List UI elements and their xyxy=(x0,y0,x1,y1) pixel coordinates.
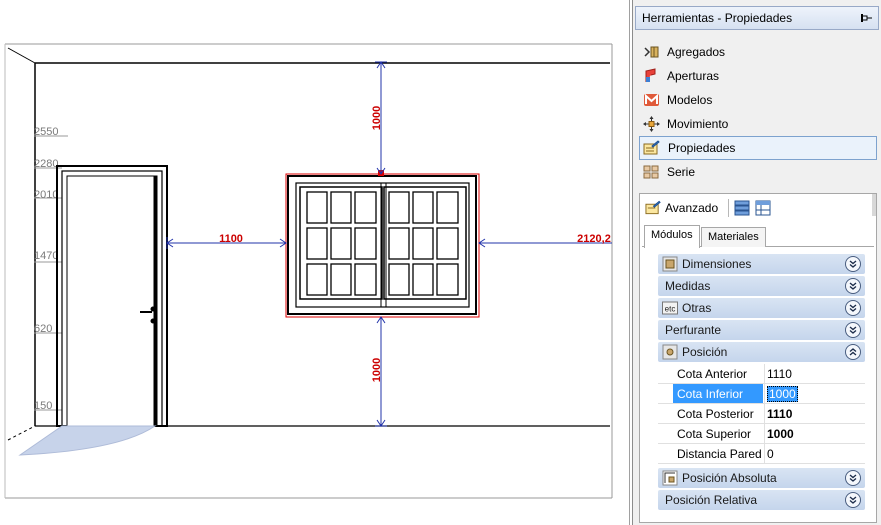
door[interactable] xyxy=(18,165,168,456)
tool-item-movimiento[interactable]: Movimiento xyxy=(639,112,877,136)
property-value-text: 1000 xyxy=(767,427,794,441)
tool-label: Propiedades xyxy=(668,141,736,155)
properties-icon xyxy=(643,140,660,155)
tool-item-modelos[interactable]: Modelos xyxy=(639,88,877,112)
property-value-text: 0 xyxy=(767,447,774,461)
dimension-lines xyxy=(166,61,612,427)
position-properties-grid: Cota Anterior 1110 Cota Inferior 1000 Co… xyxy=(658,364,865,464)
property-value-text: 1110 xyxy=(767,407,793,421)
property-row-cota-inferior[interactable]: Cota Inferior 1000 xyxy=(658,384,865,404)
absolute-position-icon xyxy=(662,470,678,486)
expand-chevron-icon[interactable] xyxy=(845,492,861,508)
collapse-chevron-icon[interactable] xyxy=(845,344,861,360)
move-icon xyxy=(643,116,660,132)
tool-item-propiedades[interactable]: Propiedades xyxy=(639,136,877,160)
panel-title-bar[interactable]: Herramientas - Propiedades xyxy=(635,6,879,30)
window[interactable] xyxy=(285,170,480,318)
section-posicion[interactable]: Posición xyxy=(658,342,865,362)
tool-label: Movimiento xyxy=(667,117,729,131)
property-row-cota-anterior[interactable]: Cota Anterior 1110 xyxy=(658,364,865,384)
elevation-drawing[interactable]: 2550 2280 2010 1470 620 150 xyxy=(0,0,630,525)
advanced-header: Avanzado xyxy=(643,198,868,220)
property-value-input[interactable]: 1000 xyxy=(764,384,865,403)
property-row-cota-posterior[interactable]: Cota Posterior 1110 xyxy=(658,404,865,424)
property-sections: Dimensiones Medidas etc Otras Perfurante xyxy=(658,254,865,512)
property-row-cota-superior[interactable]: Cota Superior 1000 xyxy=(658,424,865,444)
property-row-distancia-pared[interactable]: Distancia Pared 0 xyxy=(658,444,865,464)
ruler-mark-2010: 2010 xyxy=(34,189,58,201)
tool-label: Modelos xyxy=(667,93,713,107)
ruler-mark-2280: 2280 xyxy=(34,158,58,170)
pin-icon[interactable] xyxy=(861,12,873,24)
section-label: Perfurante xyxy=(665,323,722,337)
expand-chevron-icon[interactable] xyxy=(845,256,861,272)
section-label: Dimensiones xyxy=(682,257,752,271)
drawing-viewport[interactable]: 2550 2280 2010 1470 620 150 xyxy=(0,0,630,525)
property-value-text: 1110 xyxy=(767,367,792,381)
section-medidas[interactable]: Medidas xyxy=(658,276,865,296)
section-posicion-relativa[interactable]: Posición Relativa xyxy=(658,490,865,510)
list-view-icon[interactable] xyxy=(734,200,750,216)
panel-title: Herramientas - Propiedades xyxy=(642,11,793,25)
scrollbar[interactable] xyxy=(872,194,876,216)
etc-icon: etc xyxy=(662,301,678,315)
expand-chevron-icon[interactable] xyxy=(845,300,861,316)
tab-materiales[interactable]: Materiales xyxy=(701,227,766,247)
aggregates-icon xyxy=(644,46,659,58)
property-value[interactable]: 0 xyxy=(764,444,865,463)
ruler-mark-620: 620 xyxy=(34,323,52,335)
properties-icon xyxy=(645,200,661,215)
tool-list: Agregados Aperturas Modelos xyxy=(639,40,877,184)
advanced-label[interactable]: Avanzado xyxy=(665,201,719,215)
dimension-right-label: 2120,2 xyxy=(577,233,611,245)
position-icon xyxy=(662,344,678,360)
series-icon xyxy=(643,165,659,179)
tool-label: Agregados xyxy=(667,45,726,59)
section-label: Posición xyxy=(682,345,728,359)
advanced-properties-box: Avanzado Módulos Materiales xyxy=(639,193,877,523)
property-name: Cota Posterior xyxy=(677,407,754,421)
ruler-mark-150: 150 xyxy=(34,400,52,412)
door-swing-arc xyxy=(18,425,157,456)
dimension-left-label: 1100 xyxy=(219,233,243,245)
property-name: Cota Inferior xyxy=(673,384,763,403)
property-value[interactable]: 1000 xyxy=(764,424,865,443)
expand-chevron-icon[interactable] xyxy=(845,470,861,486)
tools-properties-panel: Herramientas - Propiedades Agregados Ape… xyxy=(632,0,881,525)
grid-view-icon[interactable] xyxy=(755,200,771,216)
ruler-mark-2550: 2550 xyxy=(34,126,58,138)
models-icon xyxy=(644,93,659,106)
section-perfurante[interactable]: Perfurante xyxy=(658,320,865,340)
dimensions-icon xyxy=(662,256,678,272)
property-value-text: 1000 xyxy=(767,386,798,402)
expand-chevron-icon[interactable] xyxy=(845,322,861,338)
dimension-top-label: 1000 xyxy=(371,106,383,130)
height-ruler: 2550 2280 2010 1470 620 150 xyxy=(34,126,68,412)
property-name: Cota Superior xyxy=(677,427,752,441)
property-value[interactable]: 1110 xyxy=(764,364,865,383)
ruler-mark-1470: 1470 xyxy=(34,250,58,262)
tab-strip: Módulos Materiales xyxy=(642,225,874,248)
dimension-bottom-label: 1000 xyxy=(371,358,383,382)
toolbar-separator xyxy=(728,199,729,217)
openings-icon xyxy=(645,68,656,82)
tool-item-serie[interactable]: Serie xyxy=(639,160,877,184)
section-label: Posición Relativa xyxy=(665,493,758,507)
expand-chevron-icon[interactable] xyxy=(845,278,861,294)
tool-item-aperturas[interactable]: Aperturas xyxy=(639,64,877,88)
property-name: Cota Anterior xyxy=(677,367,748,381)
property-value[interactable]: 1110 xyxy=(764,404,865,423)
section-label: Otras xyxy=(682,301,712,315)
section-otras[interactable]: etc Otras xyxy=(658,298,865,318)
section-dimensiones[interactable]: Dimensiones xyxy=(658,254,865,274)
svg-text:etc: etc xyxy=(665,305,676,314)
section-label: Posición Absoluta xyxy=(682,471,777,485)
property-name: Distancia Pared xyxy=(677,447,762,461)
section-posicion-absoluta[interactable]: Posición Absoluta xyxy=(658,468,865,488)
tool-label: Aperturas xyxy=(667,69,720,83)
section-label: Medidas xyxy=(665,279,711,293)
tab-modulos[interactable]: Módulos xyxy=(644,225,700,248)
tool-item-agregados[interactable]: Agregados xyxy=(639,40,877,64)
tool-label: Serie xyxy=(667,165,696,179)
